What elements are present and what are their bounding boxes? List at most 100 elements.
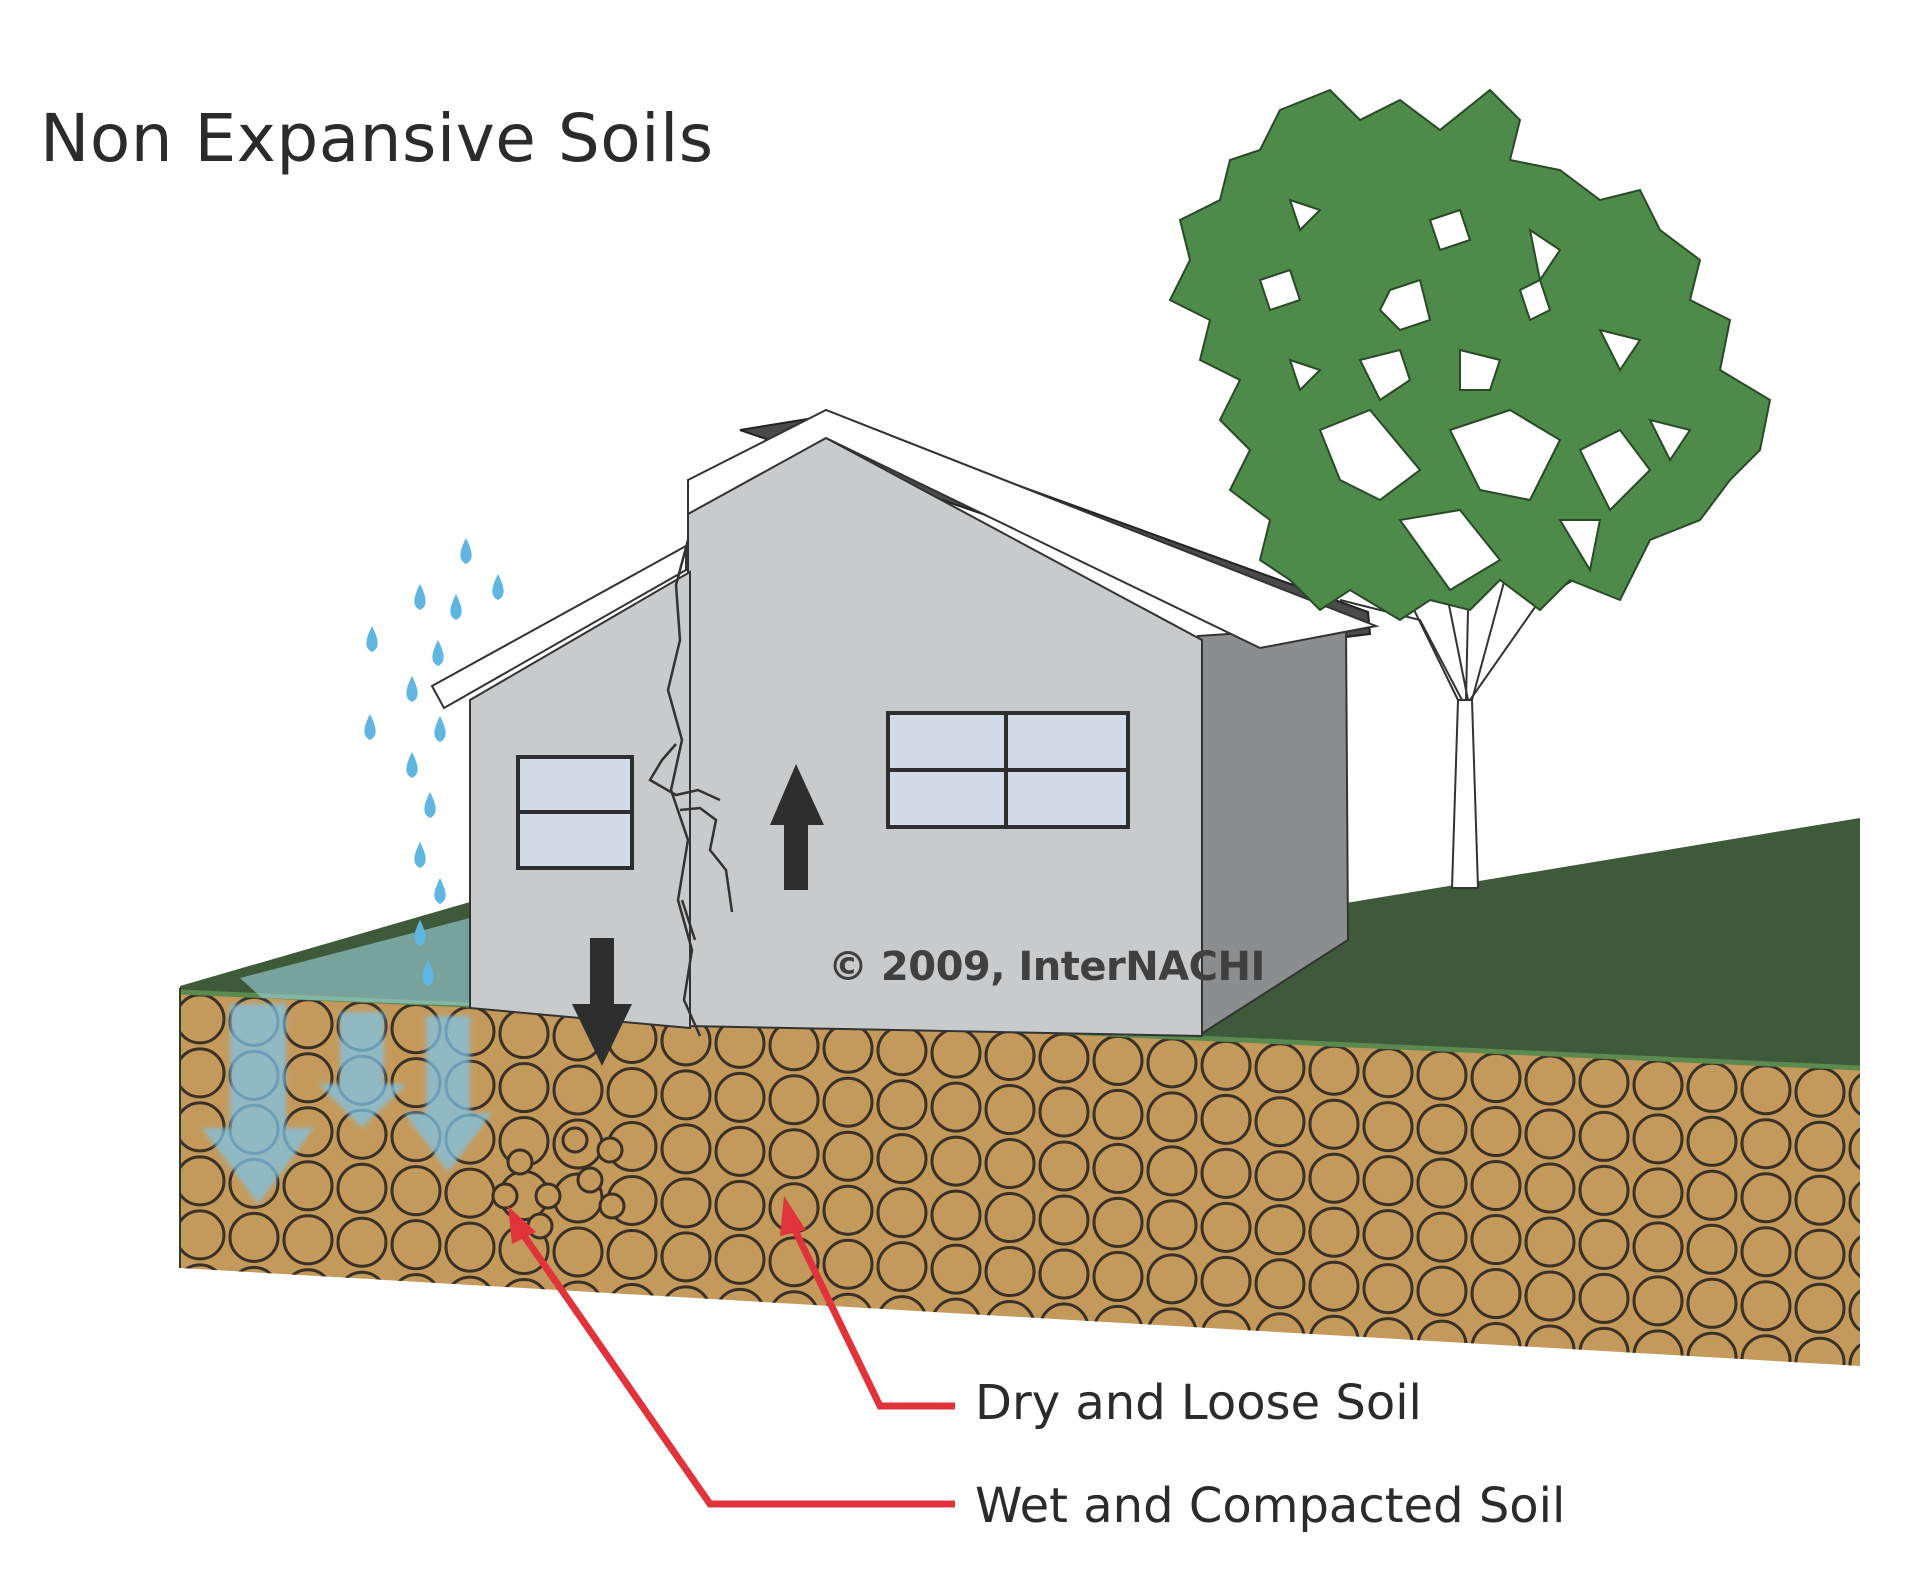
soil-particle (606, 1066, 658, 1118)
soil-particle (822, 1130, 874, 1182)
soil-particle (444, 1221, 496, 1273)
rain-drop-icon (364, 714, 376, 740)
soil-particle (1524, 1270, 1576, 1322)
soil-particle (1200, 1255, 1252, 1307)
soil-particle (1362, 1101, 1414, 1153)
soil-particle (180, 1101, 226, 1153)
soil-particle (1794, 1282, 1846, 1334)
soil-particle (1254, 1258, 1306, 1310)
soil-particle (1524, 1216, 1576, 1268)
soil-particle (1254, 1150, 1306, 1202)
soil-particle (1254, 1096, 1306, 1148)
soil-particle (1416, 1265, 1468, 1317)
rain-drop-icon (406, 676, 418, 702)
soil-particle (1308, 1152, 1360, 1204)
water-seepage-arrow-icon (318, 1012, 406, 1128)
soil-particle (1308, 1206, 1360, 1258)
soil-particle (552, 1064, 604, 1116)
rain-drop-icon (450, 594, 462, 620)
soil-particle (390, 1273, 442, 1325)
soil-particle (822, 1238, 874, 1290)
soil-particle (1632, 1113, 1684, 1165)
soil-particle (768, 1128, 820, 1180)
soil-particle (1092, 1196, 1144, 1248)
soil-particle (660, 1123, 712, 1175)
soil-particle (180, 1317, 226, 1366)
soil-particle (1686, 1223, 1738, 1275)
soil-particle (1848, 1285, 1860, 1337)
soil-particle (1308, 1098, 1360, 1150)
water-puddle (240, 918, 470, 1006)
soil-particle (1578, 1272, 1630, 1324)
dry-soil-label: Dry and Loose Soil (975, 1375, 1422, 1431)
soil-particle (714, 1233, 766, 1285)
rain-drop-icon (422, 960, 434, 986)
soil-particle (660, 1069, 712, 1121)
house (430, 408, 1380, 1066)
soil-particle (1200, 1093, 1252, 1145)
soil-particle (228, 1319, 280, 1366)
soil-particle-compacted (491, 1182, 519, 1210)
soil-particle (1848, 1069, 1860, 1121)
soil-particle (180, 1155, 226, 1207)
rain-drop-icon (432, 640, 444, 666)
soil-particle (876, 1241, 928, 1293)
soil-particle-compacted (596, 1136, 624, 1164)
soil-particle (282, 1160, 334, 1212)
soil-particle (1848, 1177, 1860, 1229)
soil-particle (1632, 1221, 1684, 1273)
soil-particle (1470, 1214, 1522, 1266)
rain-drop-icon (492, 574, 504, 600)
wall-crack (648, 539, 734, 1037)
soil-particle (768, 1074, 820, 1126)
small-window (516, 755, 634, 870)
soil-particle (876, 1079, 928, 1131)
rain-drop-icon (434, 716, 446, 742)
soil-particle (1416, 1157, 1468, 1209)
rain-drop-icon (424, 792, 436, 818)
soil-particle (1092, 1088, 1144, 1140)
soil-particle (930, 1189, 982, 1241)
soil-particle (1416, 1103, 1468, 1155)
soil-particle (1146, 1145, 1198, 1197)
soil-particle (984, 1246, 1036, 1298)
soil-particle-compacted (598, 1192, 626, 1220)
soil-particle (876, 1187, 928, 1239)
soil-particle (1794, 1228, 1846, 1280)
soil-particle (768, 1236, 820, 1288)
soil-particle (1740, 1280, 1792, 1332)
soil-particle (660, 1231, 712, 1283)
soil-particle (390, 1165, 442, 1217)
soil-particle-compacted (526, 1212, 554, 1240)
soil-particle (180, 1047, 226, 1099)
soil-particle (1200, 1201, 1252, 1253)
soil-particle (1308, 1260, 1360, 1312)
soil-particle (1686, 1115, 1738, 1167)
soil-particle (930, 1351, 982, 1366)
soil-particle (1524, 1162, 1576, 1214)
soil-particle (282, 1322, 334, 1366)
soil-particle (336, 1216, 388, 1268)
soil-particle (876, 1133, 928, 1185)
soil-particle (180, 1263, 226, 1315)
rain-drop-icon (366, 626, 378, 652)
soil-particle (1848, 1339, 1860, 1366)
soil-particle (1578, 1110, 1630, 1162)
soil-particle (1416, 1211, 1468, 1263)
soil-particle (1146, 1253, 1198, 1305)
soil-particle (1740, 1172, 1792, 1224)
soil-particle (714, 1125, 766, 1177)
soil-particle (768, 1344, 820, 1366)
rain-drop-icon (460, 538, 472, 564)
rain-drop-icon (414, 842, 426, 868)
soil-particle (1578, 1164, 1630, 1216)
soil-particle-compacted (534, 1182, 562, 1210)
rain (364, 538, 504, 986)
soil-particle (1470, 1160, 1522, 1212)
soil-particle (498, 1062, 550, 1114)
wet-soil-label: Wet and Compacted Soil (975, 1478, 1566, 1534)
soil-particle (1794, 1120, 1846, 1172)
soil-particle (1740, 1226, 1792, 1278)
soil-particle (336, 1324, 388, 1366)
